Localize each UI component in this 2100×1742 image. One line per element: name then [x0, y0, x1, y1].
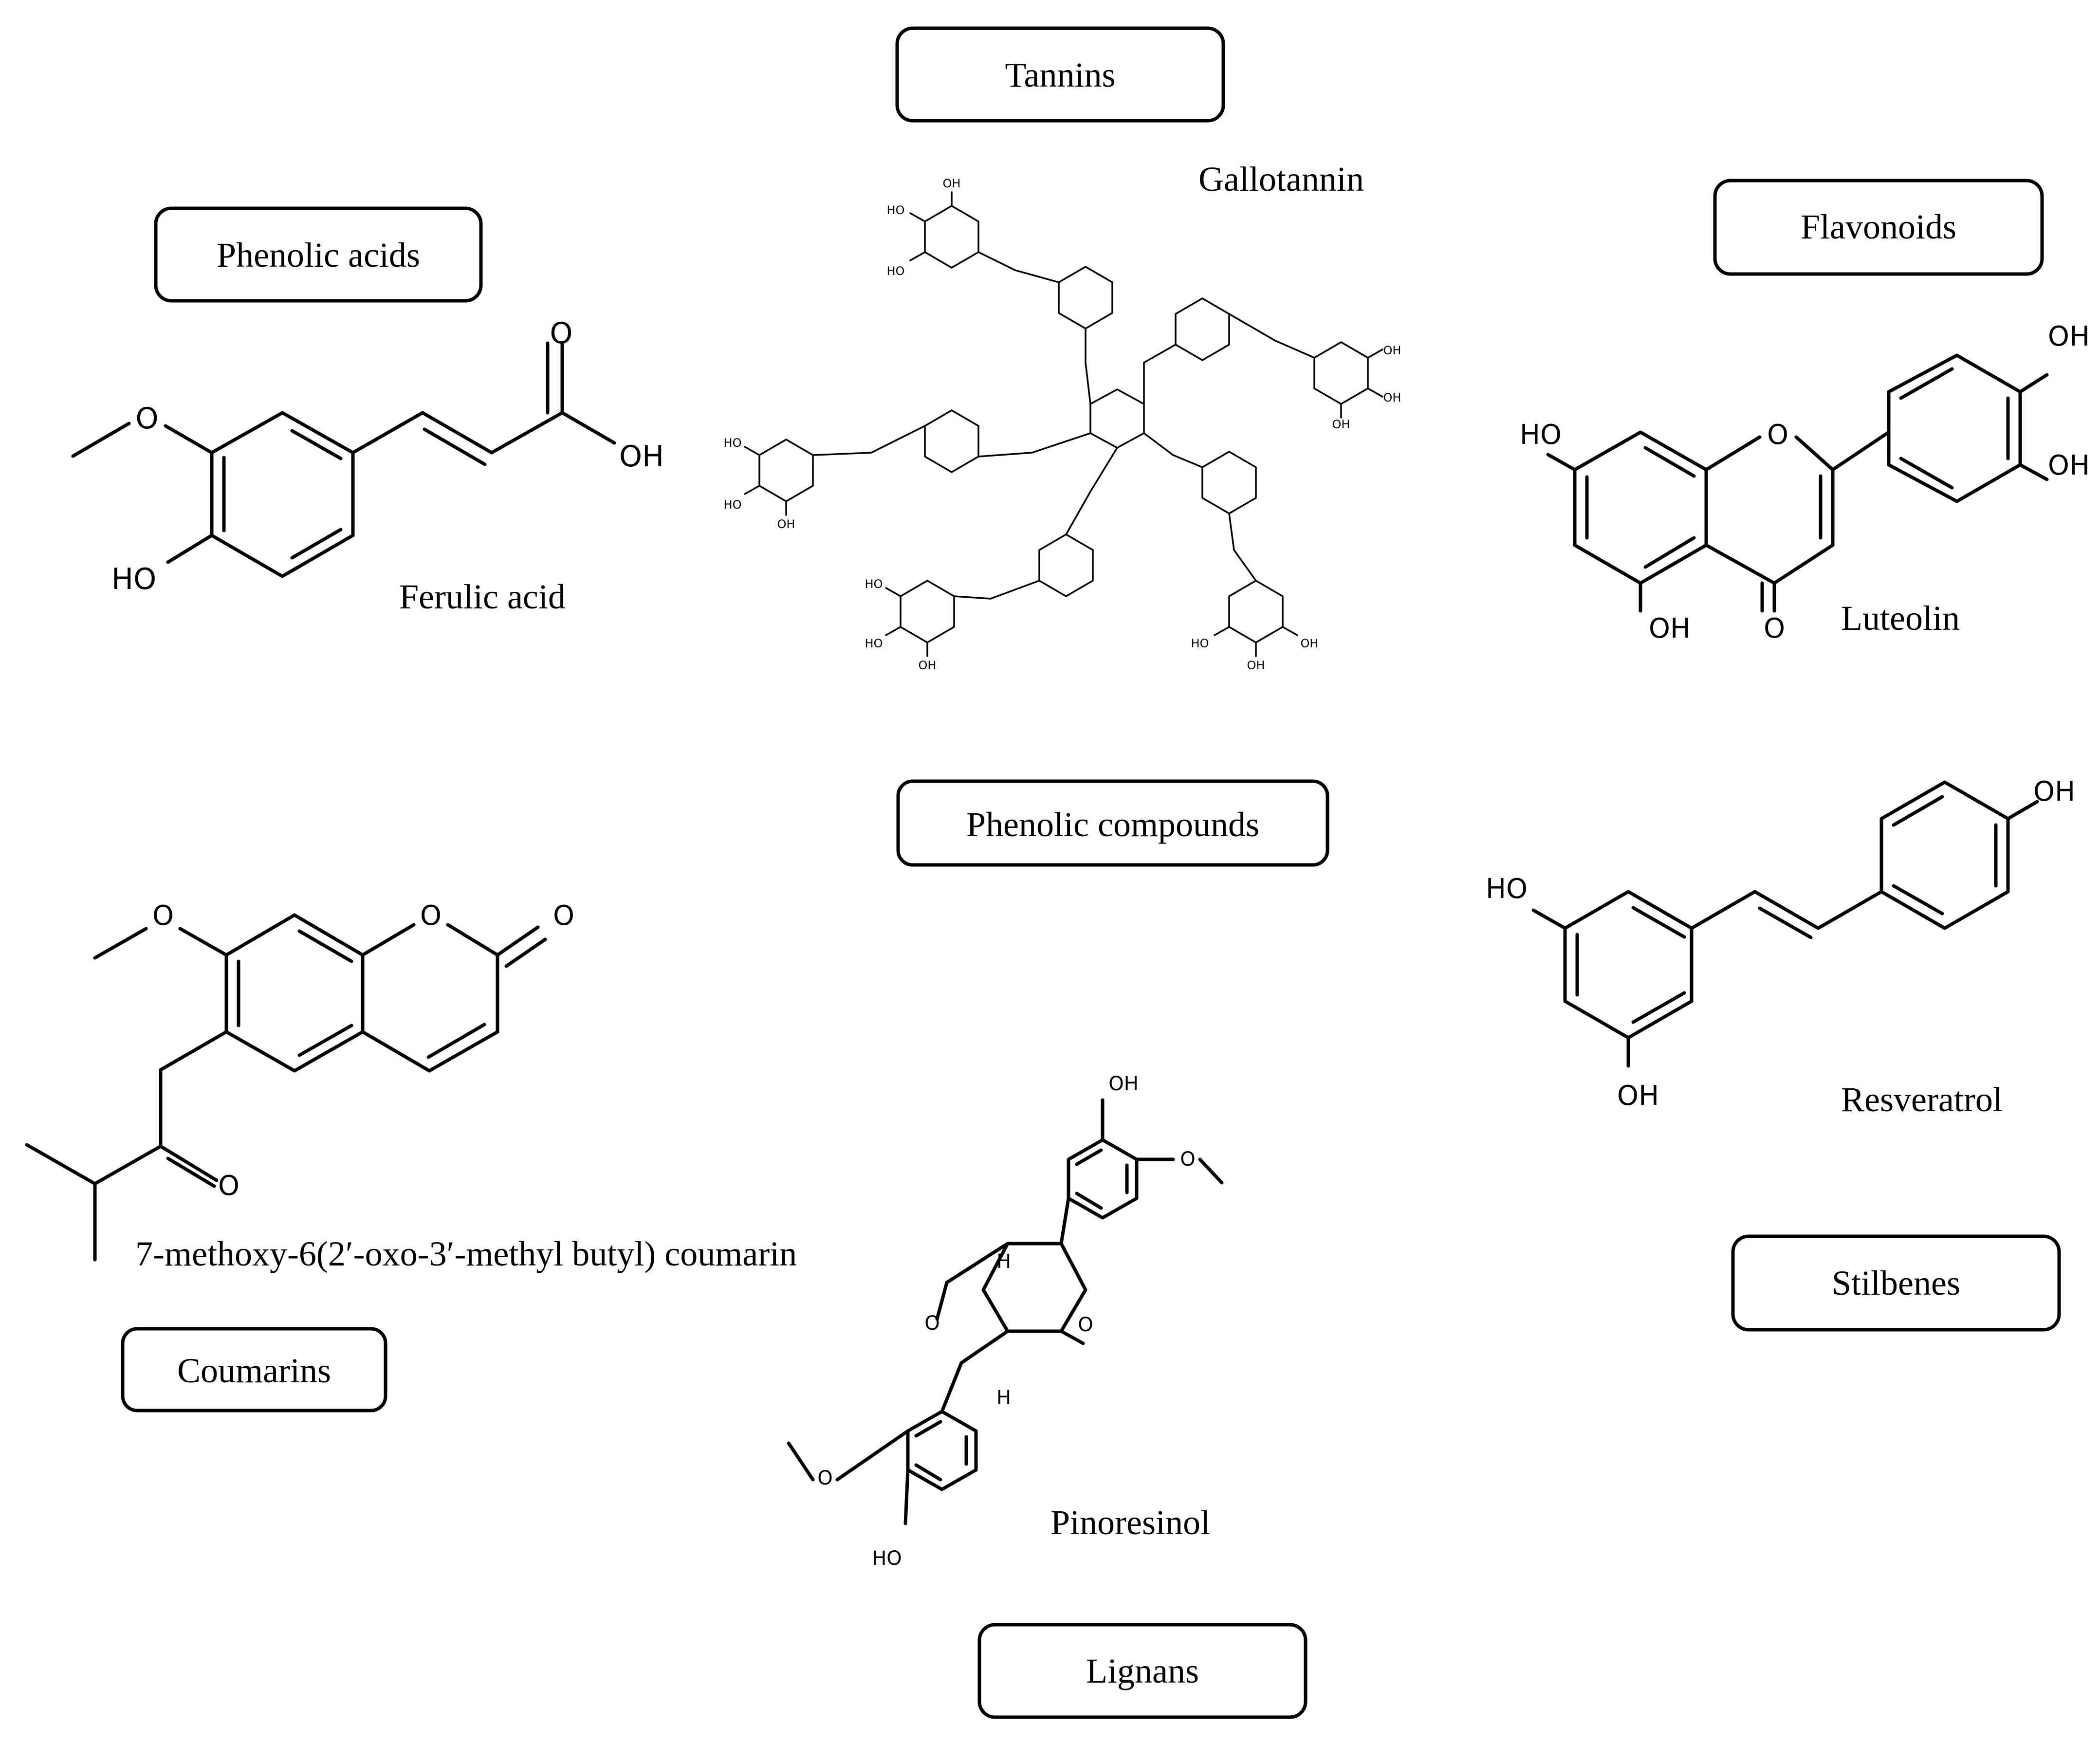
atom-h-lower-pinoresinol: H: [996, 1387, 1011, 1409]
category-label-lignans: Lignans: [1086, 1651, 1199, 1690]
atom-o-methoxy-upper-pinoresinol: O: [1180, 1148, 1195, 1171]
compound-name-pinoresinol: Pinoresinol: [1050, 1503, 1210, 1542]
compound-name-resveratrol: Resveratrol: [1841, 1080, 2003, 1119]
atom-ho-gallo-11: HO: [865, 637, 883, 650]
atom-o-right-pinoresinol: O: [1078, 1314, 1093, 1336]
atom-oh-4p-luteolin: OH: [2048, 450, 2090, 481]
atom-oh-gallo-14: OH: [1301, 637, 1319, 650]
atom-oh-gallo-1: OH: [943, 177, 961, 190]
atom-oh-gallo-15: OH: [1247, 659, 1265, 672]
structure-coumarin: O O O O: [25, 900, 574, 1262]
structure-pinoresinol: OH O O O H H HO O: [787, 1073, 1224, 1570]
category-box-lignans: Lignans: [977, 1623, 1308, 1719]
atom-o-methoxy: O: [135, 402, 158, 436]
atom-o-ring-luteolin: O: [1767, 419, 1788, 451]
atom-oh-upper-pinoresinol: OH: [1108, 1073, 1139, 1095]
atom-ho-gallo-8: HO: [724, 498, 742, 512]
compound-name-gallotannin: Gallotannin: [1198, 160, 1364, 199]
atom-ho-gallo-13: HO: [1191, 637, 1209, 650]
atom-oh-gallo-9: OH: [777, 517, 795, 531]
structure-resveratrol: HO OH OH: [1486, 776, 2075, 1112]
compound-name-coumarin: 7-methoxy-6(2′-oxo-3′-methyl butyl) coum…: [135, 1234, 797, 1273]
atom-o-ring-coumarin: O: [420, 900, 442, 932]
category-label-flavonoids: Flavonoids: [1801, 207, 1956, 246]
atom-o-carbonyl-luteolin: O: [1764, 613, 1785, 644]
category-label-stilbenes: Stilbenes: [1832, 1264, 1960, 1302]
atom-ho-3-resveratrol: HO: [1486, 873, 1528, 905]
atom-oh-5-luteolin: OH: [1649, 613, 1691, 644]
category-box-stilbenes: Stilbenes: [1731, 1234, 2061, 1332]
structure-gallotannin: OH HO HO OH OH OH HO HO OH HO HO OH HO O…: [724, 177, 1401, 672]
atom-o-carbonyl-coumarin: O: [553, 900, 574, 932]
structure-luteolin: O O OH HO OH OH: [1520, 321, 2090, 644]
atom-o-methoxy-coumarin: O: [152, 900, 174, 932]
atom-oh-gallo-12: OH: [919, 659, 937, 672]
atom-o-carbonyl-ferulic: O: [550, 316, 572, 350]
category-label-phenolic-compounds: Phenolic compounds: [966, 805, 1259, 844]
atom-ho-gallo-3: HO: [887, 264, 905, 278]
compound-name-ferulic-acid: Ferulic acid: [399, 577, 566, 616]
atom-oh-5-resveratrol: OH: [1617, 1080, 1659, 1112]
category-box-phenolic-compounds: Phenolic compounds: [896, 779, 1329, 867]
category-box-phenolic-acids: Phenolic acids: [154, 206, 483, 303]
atom-oh-gallo-6: OH: [1332, 418, 1350, 431]
atom-ho-gallo-10: HO: [865, 577, 883, 591]
atom-ho-gallo-2: HO: [887, 203, 905, 217]
atom-ho-gallo-7: HO: [724, 436, 742, 450]
category-box-coumarins: Coumarins: [121, 1327, 387, 1412]
atom-o-ketone-coumarin: O: [218, 1170, 239, 1202]
structure-ferulic-acid: O HO O OH: [71, 316, 664, 596]
atom-h-upper-pinoresinol: H: [996, 1250, 1011, 1273]
atom-oh-ferulic: OH: [619, 440, 664, 474]
atom-ho-ferulic: HO: [111, 562, 156, 596]
compound-name-luteolin: Luteolin: [1841, 599, 1960, 638]
category-label-tannins: Tannins: [1005, 55, 1116, 94]
atom-oh-4p-resveratrol: OH: [2033, 776, 2075, 807]
atom-oh-3p-luteolin: OH: [2048, 321, 2090, 352]
atom-oh-gallo-5: OH: [1383, 391, 1401, 404]
atom-o-methoxy-lower-pinoresinol: O: [817, 1467, 832, 1489]
atom-ho-7-luteolin: HO: [1520, 419, 1562, 451]
category-label-phenolic-acids: Phenolic acids: [217, 236, 420, 275]
atom-ho-lower-pinoresinol: HO: [872, 1547, 902, 1570]
atom-oh-gallo-4: OH: [1383, 344, 1401, 357]
category-label-coumarins: Coumarins: [177, 1351, 331, 1390]
category-box-tannins: Tannins: [895, 26, 1225, 123]
category-box-flavonoids: Flavonoids: [1713, 179, 2044, 276]
